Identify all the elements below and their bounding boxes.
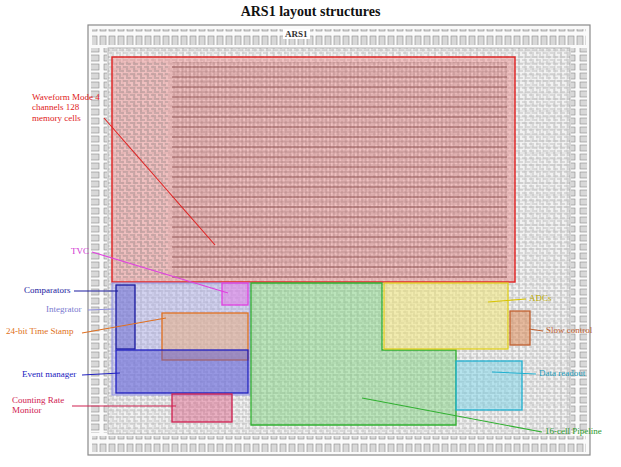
callout-label: Comparators	[24, 285, 71, 295]
callout-label: TVC	[71, 246, 89, 256]
callout-label: ADCs	[529, 293, 552, 303]
callout-label: 24-bit Time Stamp	[6, 326, 74, 336]
callout-label: Data readout	[539, 368, 585, 378]
callout-label: Integrator	[46, 304, 81, 314]
callout-label: Slow control	[546, 325, 592, 335]
callout-label: Waveform Mode 4 channels 128 memory cell…	[32, 92, 102, 123]
title: ARS1 layout structures	[0, 4, 621, 20]
callout-label: 16-cell Pipeline	[545, 426, 602, 436]
callout-label: Event manager	[22, 369, 76, 379]
callout-label: Counting Rate Monitor	[12, 395, 70, 416]
chip-name: ARS1	[283, 29, 310, 39]
